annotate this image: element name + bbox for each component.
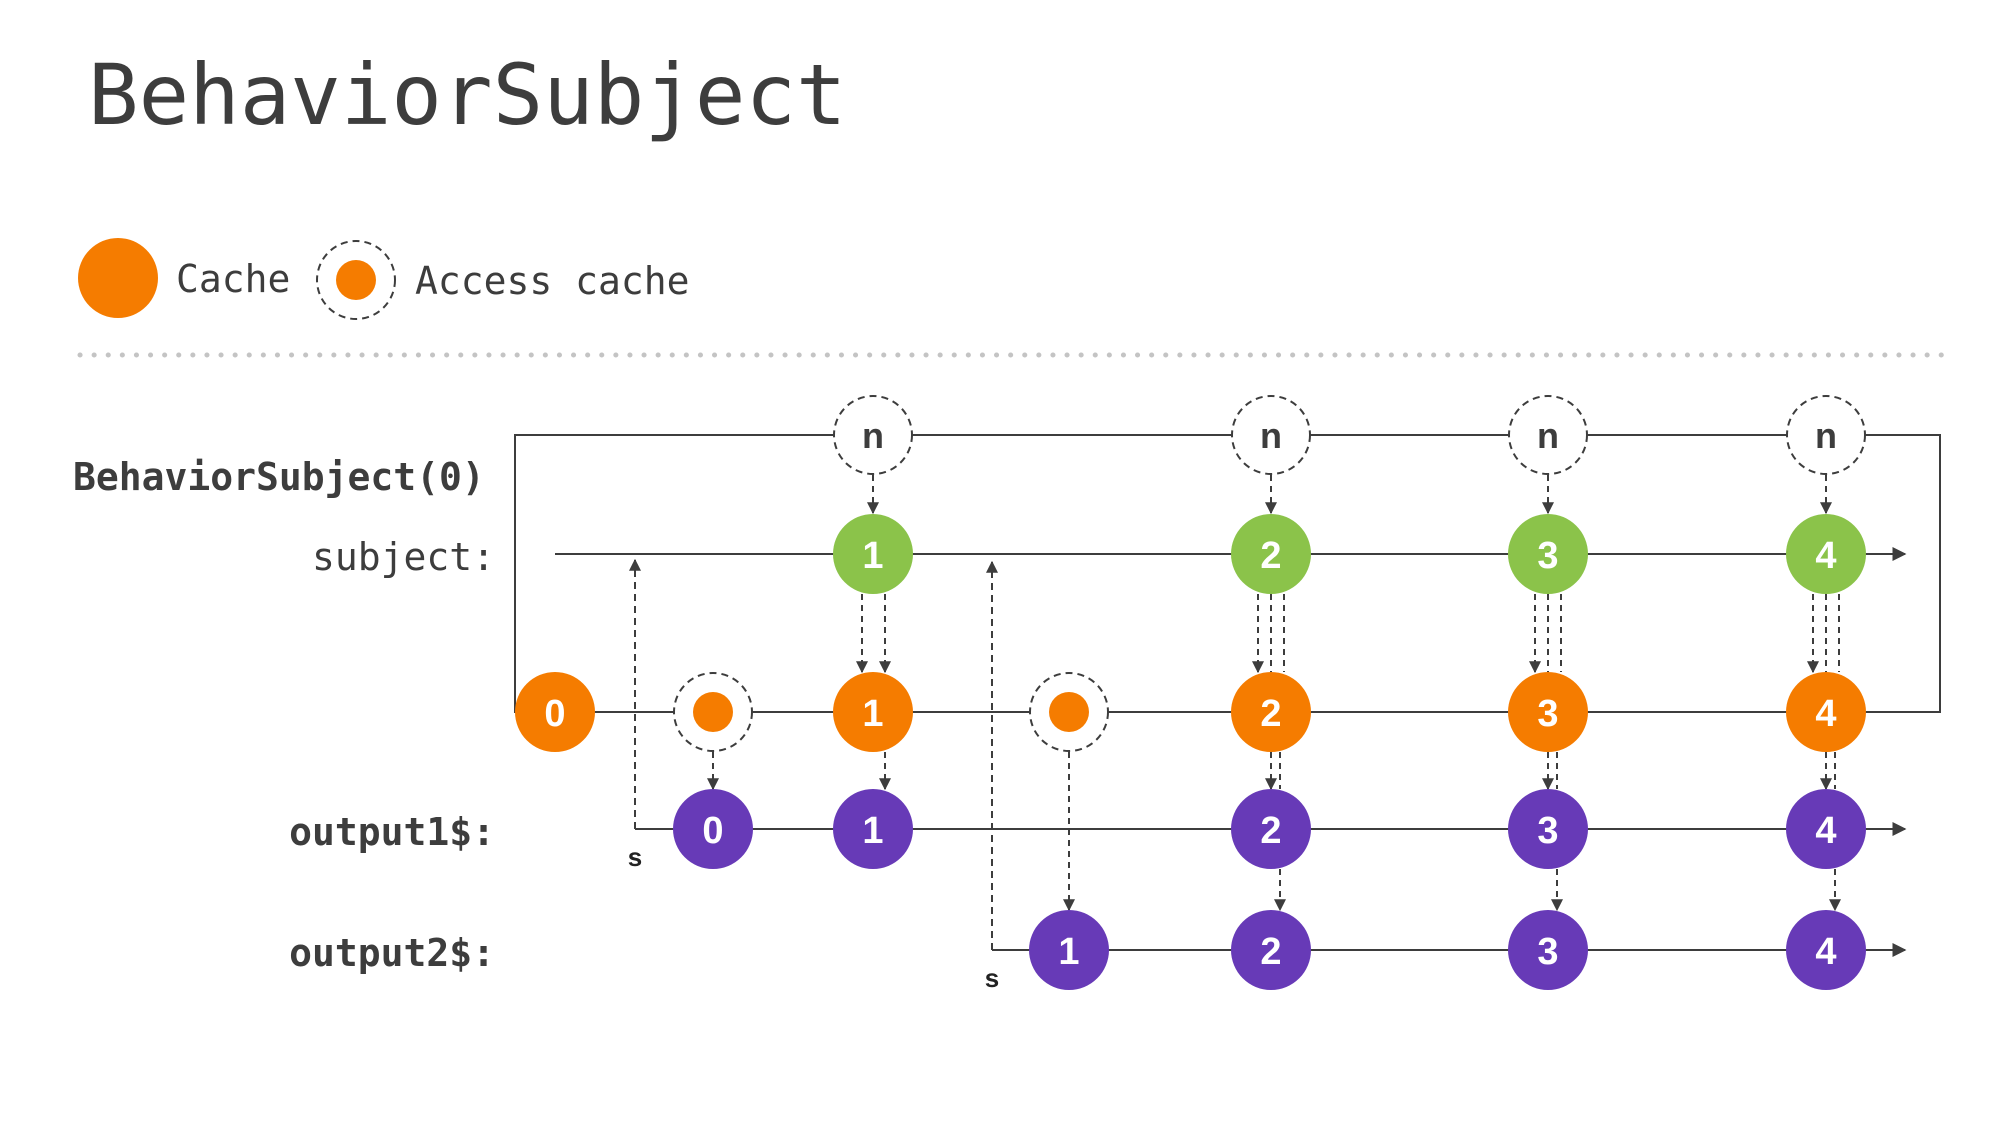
output2-value-circle: [1508, 910, 1588, 990]
output2-label: output2$:: [289, 931, 495, 975]
output1-value-text: 4: [1815, 810, 1836, 852]
cache-values: 0 1 2 3 4: [515, 672, 1866, 752]
cache-access-node: [1029, 672, 1109, 752]
notify-marker-outline: [833, 395, 913, 475]
output2-value-circle: [1029, 910, 1109, 990]
output2-value-node: 3: [1508, 910, 1588, 990]
output1-value-circle: [1786, 789, 1866, 869]
subject-value-node: 2: [1231, 514, 1311, 594]
subject-value-circle: [1786, 514, 1866, 594]
subject-label: subject:: [312, 535, 495, 579]
output1-subscribe-symbol: s: [628, 842, 642, 872]
cache-value-node: 4: [1786, 672, 1866, 752]
notify-symbol: n: [862, 415, 884, 456]
output2-value-circle: [1231, 910, 1311, 990]
cache-value-text: 3: [1537, 693, 1558, 735]
notify-marker-outline: [1786, 395, 1866, 475]
subject-value-circle: [833, 514, 913, 594]
output2-values: 1 2 3 4: [1029, 910, 1866, 990]
output2-value-text: 2: [1260, 931, 1281, 973]
cache-value-text: 1: [862, 693, 883, 735]
cache-legend-label: Cache: [176, 257, 290, 301]
cache-value-node: 1: [833, 672, 913, 752]
output1-value-node: 0: [673, 789, 753, 869]
subject-values: 1 2 3 4: [833, 514, 1866, 594]
access-cache-legend-label: Access cache: [415, 259, 690, 303]
cache-access-icon: [1049, 692, 1089, 732]
cache-legend-icon: [78, 238, 158, 318]
cache-value-node: 3: [1508, 672, 1588, 752]
output1-subscription: s: [628, 558, 675, 872]
output1-value-text: 3: [1537, 810, 1558, 852]
output1-value-circle: [833, 789, 913, 869]
output1-value-node: 2: [1231, 789, 1311, 869]
cache-value-circle: [1508, 672, 1588, 752]
output1-value-text: 2: [1260, 810, 1281, 852]
output2-value-text: 4: [1815, 931, 1836, 973]
output2-subscription: s: [985, 560, 1030, 993]
cache-access-icon: [693, 692, 733, 732]
subject-value-text: 4: [1815, 535, 1836, 577]
cache-loop-frame: [514, 434, 1941, 713]
cache-access-node: [673, 672, 753, 752]
notify-symbol: n: [1815, 415, 1837, 456]
constructor-label: BehaviorSubject(0): [73, 455, 485, 499]
cache-value-text: 2: [1260, 693, 1281, 735]
cache-value-circle: [515, 672, 595, 752]
output1-value-node: 1: [833, 789, 913, 869]
output2-value-node: 2: [1231, 910, 1311, 990]
notify-symbol: n: [1537, 415, 1559, 456]
cache-value-circle: [1231, 672, 1311, 752]
output1-value-circle: [1231, 789, 1311, 869]
notify-marker: n: [1508, 395, 1588, 475]
subject-value-circle: [1231, 514, 1311, 594]
output2-subscribe-symbol: s: [985, 963, 999, 993]
notify-symbol: n: [1260, 415, 1282, 456]
subject-value-text: 2: [1260, 535, 1281, 577]
notify-marker: n: [1231, 395, 1311, 475]
output1-value-text: 1: [862, 810, 883, 852]
subject-value-circle: [1508, 514, 1588, 594]
connectors: [707, 475, 1841, 912]
subject-value-node: 1: [833, 514, 913, 594]
output1-value-node: 3: [1508, 789, 1588, 869]
notify-marker-outline: [1508, 395, 1588, 475]
notify-marker: n: [833, 395, 913, 475]
subject-value-text: 3: [1537, 535, 1558, 577]
output2-value-text: 3: [1537, 931, 1558, 973]
output2-value-node: 1: [1029, 910, 1109, 990]
cache-value-node: 0: [515, 672, 595, 752]
output1-label: output1$:: [289, 810, 495, 854]
cache-value-text: 4: [1815, 693, 1836, 735]
cache-value-circle: [1786, 672, 1866, 752]
output2-value-text: 1: [1058, 931, 1079, 973]
subject-value-node: 4: [1786, 514, 1866, 594]
cache-value-circle: [833, 672, 913, 752]
output1-values: 0 1 2 3 4: [673, 789, 1866, 869]
notify-markers: n n n n: [833, 395, 1866, 475]
output1-value-circle: [673, 789, 753, 869]
subject-value-node: 3: [1508, 514, 1588, 594]
cache-value-text: 0: [544, 693, 565, 735]
output1-value-text: 0: [702, 810, 723, 852]
access-cache-legend-icon: [336, 260, 376, 300]
output1-value-circle: [1508, 789, 1588, 869]
notify-marker: n: [1786, 395, 1866, 475]
output2-value-circle: [1786, 910, 1866, 990]
subject-value-text: 1: [862, 535, 883, 577]
output1-value-node: 4: [1786, 789, 1866, 869]
access-cache-legend-outline-icon: [316, 240, 396, 320]
cache-value-node: 2: [1231, 672, 1311, 752]
page-title: BehaviorSubject: [88, 46, 847, 144]
legend: Cache Access cache: [78, 238, 690, 320]
output2-value-node: 4: [1786, 910, 1866, 990]
notify-marker-outline: [1231, 395, 1311, 475]
